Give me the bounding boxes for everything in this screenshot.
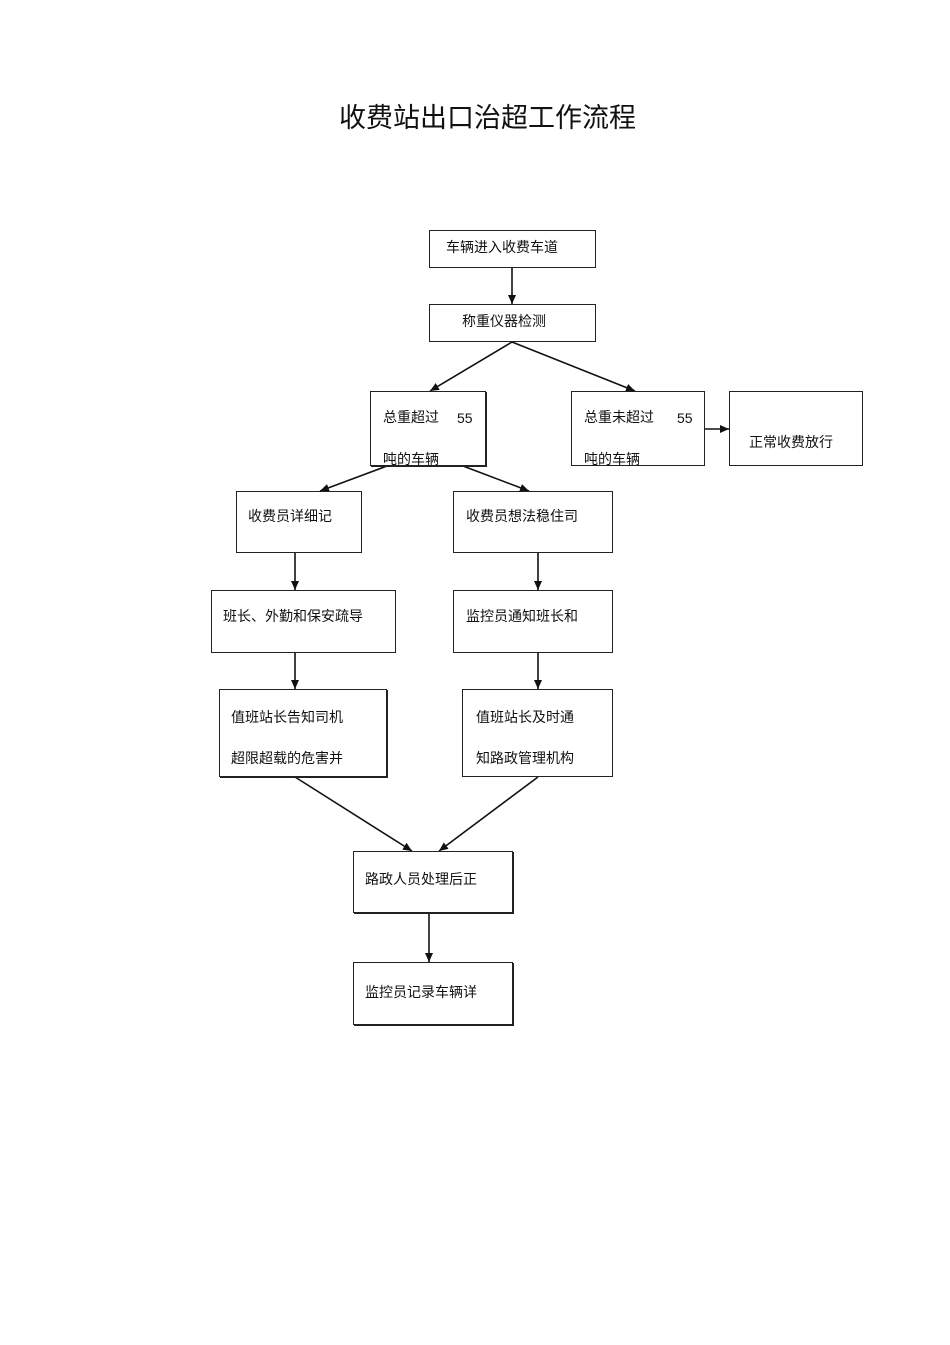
arrow-weigh-to-over bbox=[429, 341, 513, 392]
node-under-55 bbox=[571, 391, 705, 466]
node-normal-pass bbox=[729, 391, 863, 466]
node-collector-record-label: 收费员详细记 bbox=[248, 509, 332, 525]
node-station-chief-notify bbox=[462, 689, 613, 777]
node-station-chief-notify-line1: 值班站长及时通 bbox=[476, 710, 574, 726]
node-collector-calm bbox=[453, 491, 613, 553]
arrow-over-to-record bbox=[319, 465, 388, 492]
node-squad-guide-label: 班长、外勤和保安疏导 bbox=[223, 609, 363, 625]
node-collector-calm-label: 收费员想法稳住司 bbox=[466, 509, 578, 525]
node-over-55-line2: 吨的车辆 bbox=[383, 452, 439, 468]
node-road-admin-handle-label: 路政人员处理后正 bbox=[365, 872, 477, 888]
node-over-55-value: 55 bbox=[457, 410, 473, 426]
node-squad-guide bbox=[211, 590, 396, 653]
node-over-55 bbox=[370, 391, 486, 466]
node-station-chief-notify-line2: 知路政管理机构 bbox=[476, 751, 574, 767]
node-station-chief-inform-line2: 超限超载的危害并 bbox=[231, 751, 343, 767]
node-monitor-notify-label: 监控员通知班长和 bbox=[466, 609, 578, 625]
node-monitor-log-label: 监控员记录车辆详 bbox=[365, 985, 477, 1001]
node-weigh-check bbox=[429, 304, 596, 342]
node-road-admin-handle bbox=[353, 851, 513, 913]
arrow-over-to-calm bbox=[462, 465, 530, 492]
node-enter-lane bbox=[429, 230, 596, 268]
node-normal-pass-label: 正常收费放行 bbox=[749, 435, 833, 451]
arrow-chief-to-admin bbox=[438, 776, 539, 852]
node-monitor-log bbox=[353, 962, 513, 1025]
page-title: 收费站出口治超工作流程 bbox=[339, 103, 636, 134]
arrow-inform-to-admin bbox=[294, 776, 413, 852]
arrow-weigh-to-under bbox=[511, 341, 636, 392]
node-weigh-check-label: 称重仪器检测 bbox=[462, 314, 546, 330]
node-under-55-line2: 吨的车辆 bbox=[584, 452, 640, 468]
node-over-55-line1: 总重超过 bbox=[383, 410, 439, 426]
node-enter-lane-label: 车辆进入收费车道 bbox=[446, 240, 558, 256]
node-monitor-notify bbox=[453, 590, 613, 653]
node-collector-record bbox=[236, 491, 362, 553]
node-under-55-value: 55 bbox=[677, 410, 693, 426]
node-station-chief-inform-line1: 值班站长告知司机 bbox=[231, 710, 343, 726]
node-under-55-line1: 总重未超过 bbox=[584, 410, 654, 426]
node-station-chief-inform bbox=[219, 689, 387, 777]
